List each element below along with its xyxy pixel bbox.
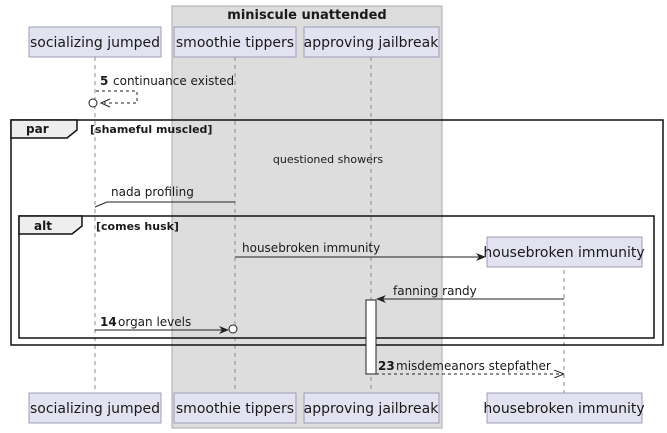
svg-text:socializing jumped: socializing jumped xyxy=(30,401,160,417)
fragment-par: par [shameful muscled] xyxy=(10,119,664,346)
participant-housebroken-bottom[interactable]: housebroken immunity xyxy=(483,392,645,424)
svg-text:socializing jumped: socializing jumped xyxy=(30,35,160,51)
participant-approving-top[interactable]: approving jailbreak xyxy=(303,26,440,58)
participant-smoothie-top[interactable]: smoothie tippers xyxy=(173,26,297,58)
participant-socializing-bottom[interactable]: socializing jumped xyxy=(28,392,162,424)
svg-text:approving jailbreak: approving jailbreak xyxy=(304,35,440,51)
svg-text:5: 5 xyxy=(100,74,108,88)
fragment-par-tag: par xyxy=(26,122,49,136)
svg-text:housebroken immunity: housebroken immunity xyxy=(242,241,380,255)
fragment-alt: alt [comes husk] xyxy=(18,215,655,339)
svg-text:smoothie tippers: smoothie tippers xyxy=(176,401,294,417)
participant-socializing-top[interactable]: socializing jumped xyxy=(28,26,162,58)
fragment-alt-tag: alt xyxy=(34,219,52,233)
svg-text:misdemeanors stepfather: misdemeanors stepfather xyxy=(396,359,551,373)
svg-text:nada profiling: nada profiling xyxy=(111,185,194,199)
message-14-organ-levels: 14 organ levels xyxy=(95,315,238,334)
fragment-par-condition: [shameful muscled] xyxy=(90,123,212,136)
svg-text:housebroken immunity: housebroken immunity xyxy=(483,401,644,417)
box-title: miniscule unattended xyxy=(227,8,386,23)
separator-questioned-showers: questioned showers xyxy=(273,153,383,166)
fragment-alt-condition: [comes husk] xyxy=(96,220,179,233)
message-5-continuance-existed: 5 continuance existed xyxy=(88,74,234,108)
svg-text:continuance existed: continuance existed xyxy=(113,74,234,88)
participant-housebroken-created[interactable]: housebroken immunity xyxy=(483,236,645,268)
message-fanning-randy: fanning randy xyxy=(376,284,564,303)
message-nada-profiling: nada profiling xyxy=(94,185,235,208)
box-miniscule-unattended: miniscule unattended xyxy=(171,5,443,429)
message-23-misdemeanors-stepfather: 23 misdemeanors stepfather xyxy=(376,359,563,374)
message-create-housebroken: housebroken immunity xyxy=(235,241,486,261)
svg-text:fanning randy: fanning randy xyxy=(393,284,477,298)
participant-smoothie-bottom[interactable]: smoothie tippers xyxy=(173,392,297,424)
participant-approving-bottom[interactable]: approving jailbreak xyxy=(303,392,440,424)
svg-text:housebroken immunity: housebroken immunity xyxy=(483,245,644,261)
activation-approving xyxy=(365,299,377,375)
svg-text:23: 23 xyxy=(378,359,395,373)
svg-text:organ levels: organ levels xyxy=(118,315,191,329)
svg-text:approving jailbreak: approving jailbreak xyxy=(304,401,440,417)
svg-text:smoothie tippers: smoothie tippers xyxy=(176,35,294,51)
svg-text:14: 14 xyxy=(100,315,117,329)
